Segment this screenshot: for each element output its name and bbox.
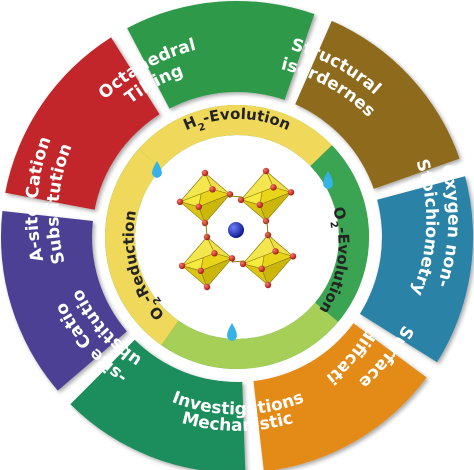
oxygen-atom: [203, 283, 211, 291]
inner-ring-h2-band: [138, 104, 332, 169]
octahedron-face: [242, 234, 276, 265]
octahedron-bond: [205, 221, 208, 239]
octahedron-face: [240, 170, 274, 201]
octahedron-face: [261, 256, 294, 286]
perovskite-crystal-structure: [176, 167, 297, 291]
oxygen-atom: [262, 217, 270, 225]
inner-ring-lower-band: [161, 302, 339, 369]
segment-oxygen-non-stoichiometry: [359, 176, 474, 363]
oxygen-atom: [201, 219, 209, 227]
oxygen-atom: [228, 255, 236, 262]
oxygen-atom: [258, 265, 265, 272]
oxygen-atom: [256, 201, 263, 208]
oxygen-atom: [270, 184, 277, 191]
oxygen-atom: [195, 203, 202, 210]
oxygen-atom: [272, 248, 279, 255]
oxygen-atom: [201, 169, 209, 177]
segment-structural-disorderness: [295, 20, 460, 189]
octahedron-face: [179, 172, 213, 203]
octahedron-bond: [266, 220, 269, 237]
octahedron-bond: [229, 195, 243, 198]
a-site-cation-atom: [228, 222, 244, 238]
oxygen-atom: [211, 250, 218, 257]
oxygen-atom: [239, 260, 247, 267]
oxygen-atom: [178, 262, 186, 269]
octahedron-face: [259, 192, 292, 222]
oxygen-atom: [262, 167, 270, 175]
octahedron-face: [181, 236, 215, 267]
oxygen-atom: [287, 189, 295, 196]
oxygen-atom: [176, 198, 184, 205]
oxygen-atom: [209, 186, 216, 193]
octahedron-face: [200, 258, 233, 288]
oxygen-atom: [197, 267, 204, 274]
segment-b-site-cation-substitution: [0, 211, 127, 391]
inner-ring-o2-reduction-band: [105, 148, 179, 346]
water-drop-icon: [152, 161, 162, 178]
water-drop-icon: [323, 171, 333, 189]
segment-a-site-cation-substitution: [5, 37, 160, 210]
segment-surface-modifications: [253, 323, 427, 470]
oxygen-atom: [264, 281, 272, 289]
oxygen-atom: [289, 253, 297, 260]
segment-octahedral-tilting: [127, 0, 315, 109]
octahedron-face: [198, 194, 231, 224]
oxygen-atom: [237, 196, 245, 203]
inner-ring-o2-evolution-band: [310, 145, 369, 322]
water-drop-icon: [227, 323, 237, 341]
octahedron-bond: [231, 260, 245, 263]
segment-mechanistic-investigations: [70, 339, 246, 470]
